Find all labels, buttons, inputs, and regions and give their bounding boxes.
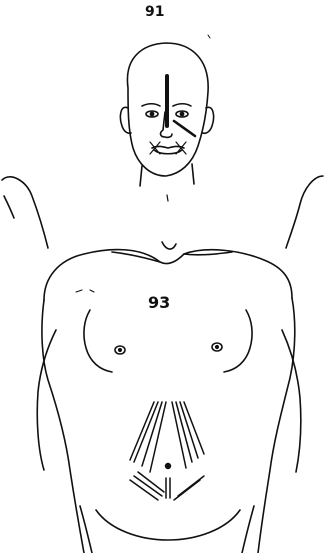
left-hip-line [80,506,92,553]
neck-mark [167,195,168,201]
right-arm [286,176,323,248]
figure-number-torso: 93 [148,293,170,312]
left-chest-contour [84,310,112,372]
left-arm [2,177,48,248]
abdominal-incisions [130,402,204,500]
upper-arms [2,176,323,248]
neck-left [140,166,142,186]
head [120,35,213,201]
left-pupil [150,112,153,115]
right-eyebrow [173,104,191,106]
torso-left-side [42,300,84,553]
sternal-notch [162,242,176,249]
cheek-incision [174,121,195,136]
right-hip-line [242,506,254,553]
shoulder-marks [76,290,94,292]
figure-number-head: 91 [145,4,164,20]
right-chest-contour [224,310,252,372]
neck-right [192,164,194,184]
right-pupil [180,112,183,115]
stray-mark [208,35,210,38]
torso [37,242,301,553]
torso-right-side [258,298,295,553]
left-eyebrow [142,104,160,106]
left-nipple-center [119,349,122,352]
left-armline [37,330,56,470]
navel [166,464,171,469]
left-armpit [4,196,14,218]
lower-abdomen [96,510,240,540]
right-nipple-center [216,346,219,349]
